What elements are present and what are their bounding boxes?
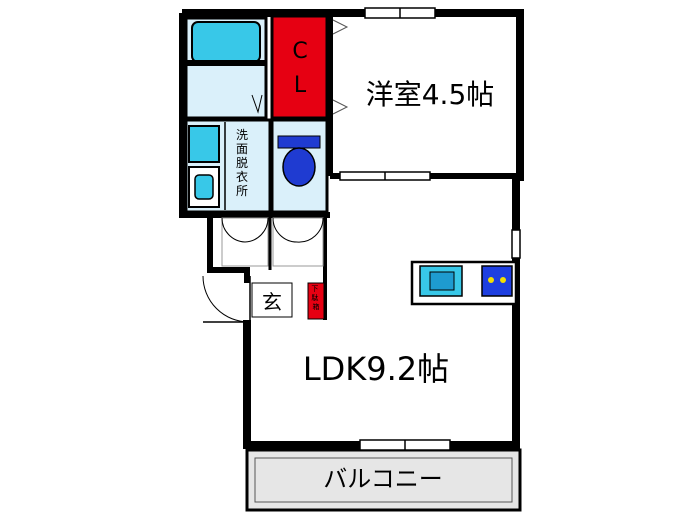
shoe-box-label: 下 駄 箱 [311,285,320,311]
washroom-label-char: 脱 [236,155,248,170]
kitchen-counter [410,260,518,306]
toilet-room [270,118,329,214]
bathtub [191,21,261,63]
washroom-label-char: 衣 [236,169,248,184]
entrance: 玄 下 駄 箱 [202,275,325,323]
balcony: バルコニー [245,448,522,512]
stove-icon [481,265,513,297]
washbasin [188,125,220,163]
closet-label-c: C [292,39,307,64]
exterior-walls [179,9,524,449]
corridor-doors [221,217,324,267]
closet: C L [270,14,349,120]
bathroom [184,16,268,120]
window-marks [339,7,521,451]
washroom-label-char: 洗 [236,128,248,142]
washroom-label-char: 面 [236,142,248,156]
balcony-label: バルコニー [323,465,443,493]
ldk-label: LDK9.2帖 [303,350,449,388]
shoe-box [307,282,325,320]
toilet-icon [282,147,316,187]
washroom-label-char: 所 [236,184,248,198]
western-room-label: 洋室4.5帖 [366,78,495,111]
entrance-label: 玄 [262,290,282,314]
closet-label-l: L [294,73,307,98]
